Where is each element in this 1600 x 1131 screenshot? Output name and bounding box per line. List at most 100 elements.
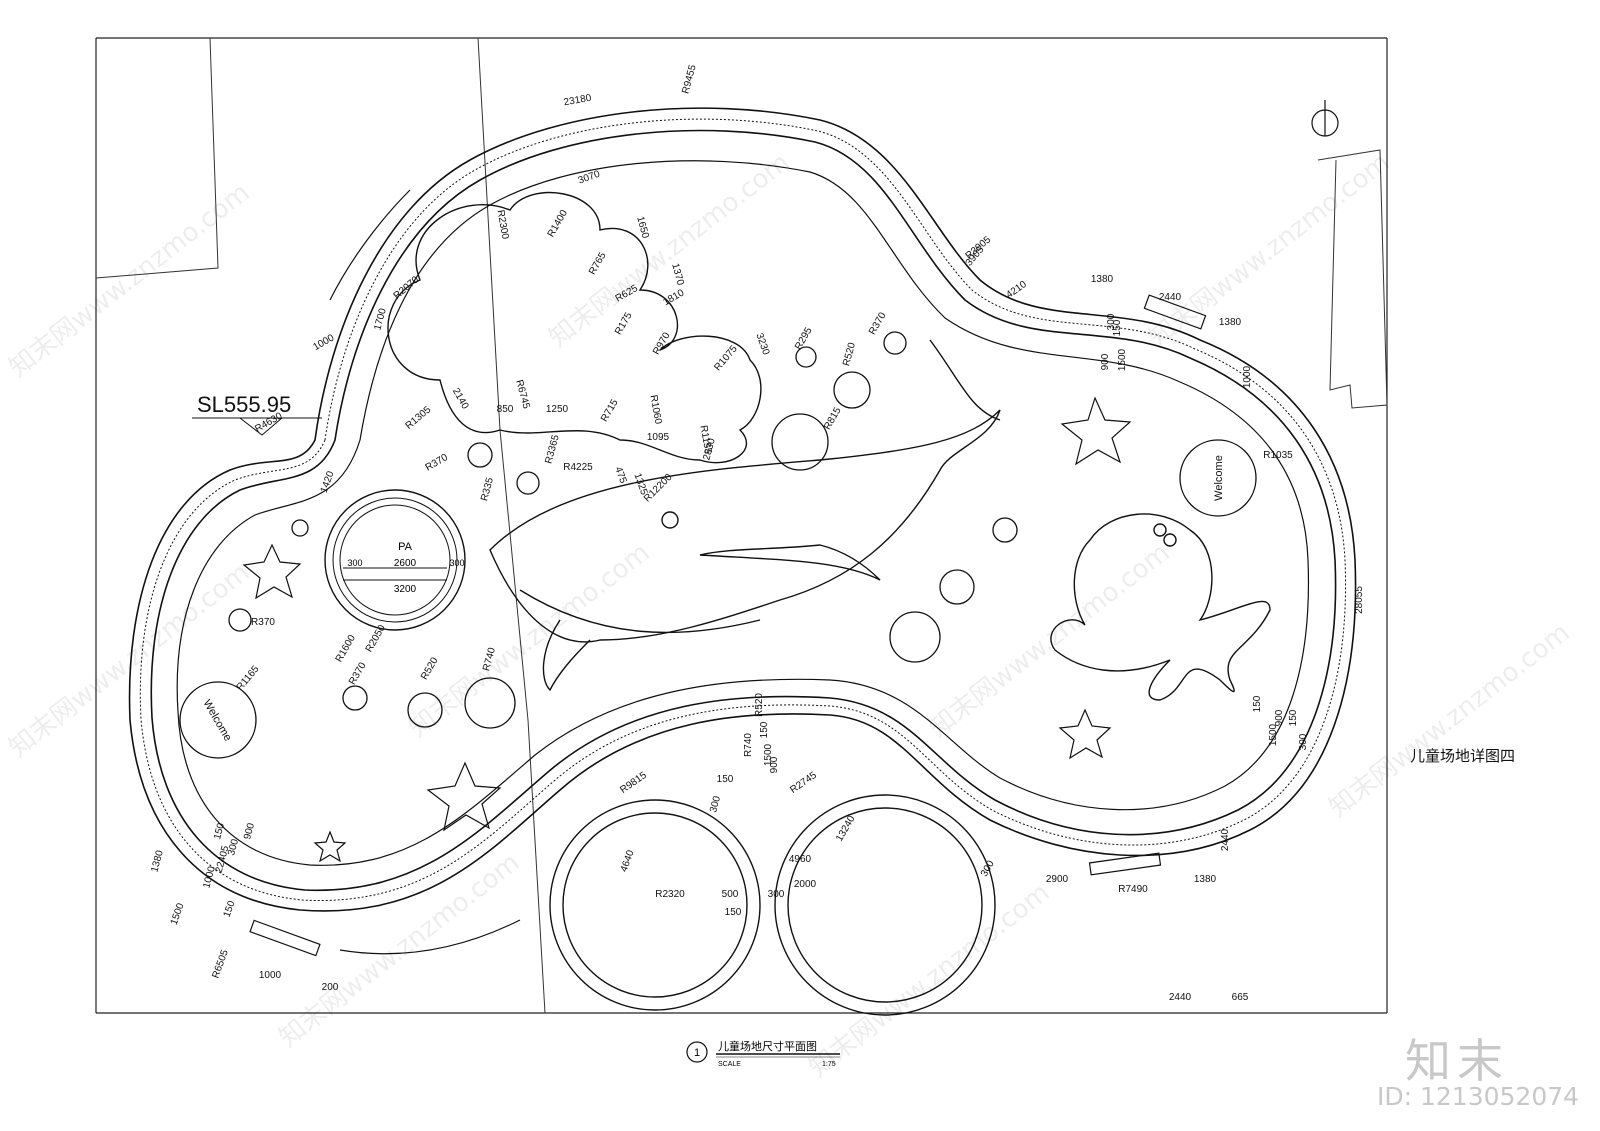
dimension-label: 900 (1274, 709, 1285, 726)
dimension-label: 200 (322, 982, 339, 993)
pool-dim-right: 300 (449, 558, 464, 568)
dimension-label: 1250 (546, 404, 569, 415)
dimension-label: R2050 (364, 623, 388, 654)
dimension-label: 150 (717, 774, 734, 785)
title-block: 1 儿童场地尺寸平面图 SCALE 1:75 (686, 1039, 840, 1068)
dimension-label: R3365 (543, 433, 561, 465)
dimension-label: R715 (599, 397, 621, 424)
dimension-label: R740 (743, 733, 754, 757)
dimension-label: 2440 (1169, 992, 1192, 1003)
starfish-figures (242, 396, 1132, 863)
dimension-label: 475 (612, 465, 628, 485)
dimension-label: R765 (587, 250, 609, 277)
dimension-label: R6505 (210, 948, 231, 980)
whale-figure (489, 339, 1001, 692)
dimension-label: R2320 (655, 889, 685, 900)
dimension-label: R7490 (1118, 884, 1148, 895)
scale-label: SCALE (718, 1061, 741, 1068)
dimension-label: 2140 (450, 386, 471, 411)
dimension-label: R370 (347, 660, 369, 687)
dimension-label: 150 (1288, 709, 1299, 726)
dimension-label: 1650 (634, 215, 650, 240)
dimension-label: 1810 (661, 287, 686, 308)
brand-id-text: ID: 1213052074 (1377, 1082, 1580, 1111)
pool-dim-left: 300 (347, 558, 362, 568)
dimension-label: R335 (479, 476, 496, 502)
drawing-title: 儿童场地尺寸平面图 (718, 1039, 817, 1053)
dimension-label: 1370 (669, 262, 685, 287)
dimension-label: 665 (1232, 992, 1249, 1003)
dimension-label: R520 (841, 341, 858, 367)
dimension-label: 1000 (311, 332, 336, 353)
bubble-circles (228, 331, 1018, 729)
circular-courts (549, 794, 996, 1016)
welcome-text-right: Welcome (1213, 455, 1225, 501)
pool-dim-outer: 3200 (394, 584, 417, 595)
pool-pa-label: PA (398, 541, 413, 553)
dimension-label: R2745 (788, 770, 819, 796)
dimension-label: R9455 (680, 63, 698, 95)
dimension-label: R740 (481, 646, 498, 672)
playground-outline (128, 107, 1357, 912)
dimension-label: R2070 (392, 274, 422, 302)
north-arrow-icon (1311, 100, 1339, 137)
dimension-label: R1600 (334, 633, 358, 664)
dimension-label: 500 (722, 889, 739, 900)
dimension-label: R295 (793, 325, 815, 352)
dimension-label: R2300 (494, 209, 510, 240)
dimension-label: 1700 (372, 307, 388, 332)
dimension-label: 300 (1106, 313, 1117, 330)
welcome-text-left: Welcome (201, 698, 234, 744)
dimension-label: 300 (979, 858, 997, 878)
dimension-label: R1400 (546, 208, 570, 239)
dimension-label: 900 (1100, 353, 1111, 370)
dimension-label: 4640 (619, 848, 637, 873)
dimension-label: 150 (1112, 319, 1123, 336)
dimension-label: 2440 (1220, 828, 1231, 851)
dimension-label: R370 (424, 452, 451, 474)
dimension-label: 850 (497, 404, 514, 415)
drawing-number: 1 (694, 1047, 700, 1059)
dimension-label: 1380 (1219, 317, 1242, 328)
dimension-label: 28055 (1354, 586, 1365, 614)
dimension-label: 300 (226, 837, 241, 856)
octopus-figure (1050, 513, 1271, 701)
dimension-label: 900 (769, 756, 780, 773)
dimension-label: R370 (867, 310, 889, 337)
dimension-label: 1095 (647, 432, 670, 443)
dimension-label: 1500 (169, 901, 187, 926)
dimension-label: 2900 (1046, 874, 1069, 885)
dimension-label: R9815 (618, 770, 649, 796)
benches (249, 189, 1207, 957)
dimension-label: R175 (613, 310, 635, 337)
dimension-label: 13240 (834, 814, 858, 844)
dimension-label: 2000 (794, 879, 817, 890)
dimension-label: R1305 (404, 404, 434, 432)
dimension-label: 1380 (149, 849, 165, 874)
dimension-label: R520 (754, 693, 765, 717)
dimension-label: R815 (822, 405, 844, 432)
dimension-label: 300 (708, 794, 723, 813)
dimension-label: 4960 (789, 854, 812, 865)
dimension-label: 1500 (1268, 723, 1279, 746)
dimension-label: 150 (1252, 695, 1263, 712)
dimension-label: 300 (1298, 733, 1309, 750)
cloud-mound (387, 191, 762, 464)
dimension-label: 150 (759, 721, 770, 738)
dimension-label: 1420 (319, 469, 337, 494)
dimension-label: 150 (725, 907, 742, 918)
dimension-label: 150 (222, 899, 238, 919)
dimension-label: 3070 (577, 169, 602, 187)
dimension-label: 1000 (1242, 365, 1253, 388)
dimension-label: 2440 (1159, 292, 1182, 303)
dimension-label: R6745 (513, 379, 531, 411)
dimension-label: R1075 (712, 343, 740, 373)
dimension-label: R1060 (647, 394, 663, 425)
dimension-label: 300 (768, 889, 785, 900)
dimension-label: 3230 (753, 332, 771, 357)
dimension-label: 150 (212, 821, 227, 840)
dimension-label: R370 (251, 617, 275, 628)
dimension-label: R1155 (698, 424, 714, 455)
